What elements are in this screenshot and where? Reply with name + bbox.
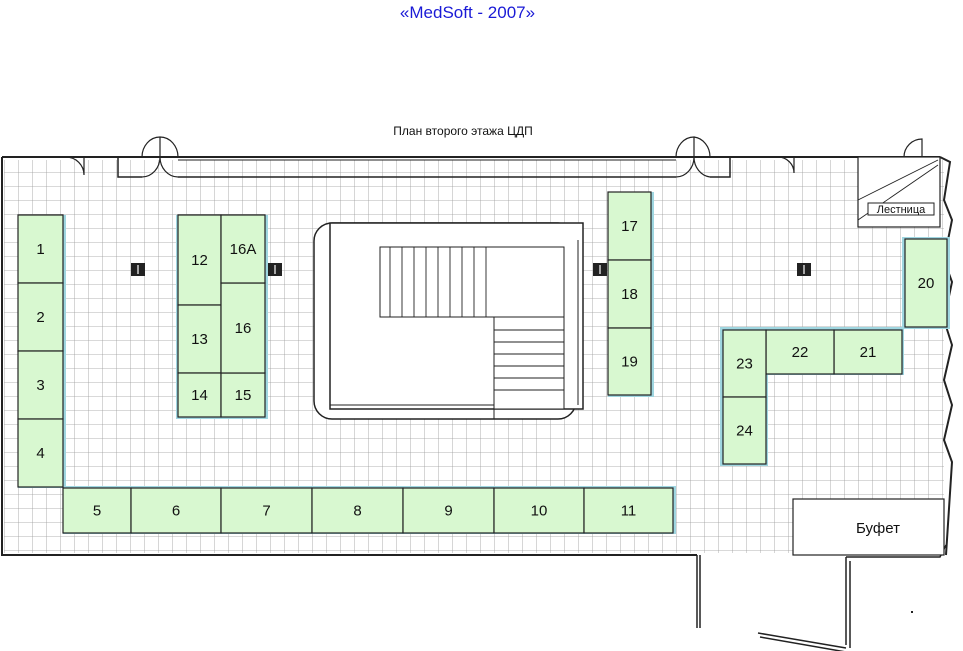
booth-8: 8 xyxy=(311,487,404,534)
booth-12: 12 xyxy=(177,214,222,306)
booth-label: 12 xyxy=(191,252,208,269)
booth-rect xyxy=(607,327,652,396)
booth-19: 19 xyxy=(607,327,652,396)
booth-label: 8 xyxy=(353,503,361,520)
booth-label: 10 xyxy=(531,503,548,520)
booth-label: 21 xyxy=(860,344,877,361)
booth-17: 17 xyxy=(607,191,652,261)
booth-rect xyxy=(177,304,222,374)
booth-rect xyxy=(17,418,64,488)
booth-rect xyxy=(607,191,652,261)
booth-5: 5 xyxy=(62,487,132,534)
booth-rect xyxy=(17,282,64,352)
booth-18: 18 xyxy=(607,259,652,329)
booth-label: 5 xyxy=(93,503,101,520)
booth-7: 7 xyxy=(220,487,313,534)
booth-10: 10 xyxy=(493,487,585,534)
booth-rect xyxy=(220,282,266,374)
booth-2: 2 xyxy=(17,282,64,352)
buffet-room: Буфет xyxy=(792,498,945,556)
booth-label: 15 xyxy=(235,387,252,404)
page-title: «MedSoft - 2007» xyxy=(399,3,536,22)
booth-16: 16 xyxy=(220,282,266,374)
booth-rect xyxy=(311,487,404,534)
booth-label: 1 xyxy=(36,241,44,258)
booth-rect xyxy=(833,329,903,375)
booth-15: 15 xyxy=(220,372,266,418)
booth-label: 22 xyxy=(792,344,809,361)
booth-3: 3 xyxy=(17,350,64,420)
booth-label: 9 xyxy=(444,503,452,520)
booth-rect xyxy=(493,487,585,534)
booth-4: 4 xyxy=(17,418,64,488)
booth-1: 1 xyxy=(17,214,64,284)
booth-rect xyxy=(130,487,222,534)
booth-22: 22 xyxy=(765,329,835,375)
booth-label: 16 xyxy=(235,320,252,337)
booth-9: 9 xyxy=(402,487,495,534)
booth-rect xyxy=(722,329,767,398)
stairs-room: Лестница xyxy=(857,156,941,228)
booth-16А: 16А xyxy=(220,214,266,284)
booth-rect xyxy=(402,487,495,534)
booth-label: 17 xyxy=(621,218,638,235)
booth-label: 13 xyxy=(191,331,208,348)
booth-rect xyxy=(904,238,948,328)
booth-21: 21 xyxy=(833,329,903,375)
booth-label: 19 xyxy=(621,354,638,371)
booth-13: 13 xyxy=(177,304,222,374)
booth-label: 20 xyxy=(918,275,935,292)
booth-label: 14 xyxy=(191,387,208,404)
central-atrium xyxy=(313,222,584,420)
booth-rect xyxy=(17,214,64,284)
booth-label: 4 xyxy=(36,445,44,462)
stairs-label: Лестница xyxy=(877,204,926,216)
buffet-label: Буфет xyxy=(856,520,900,537)
booth-label: 16А xyxy=(230,241,257,258)
booth-label: 24 xyxy=(736,423,753,440)
booth-rect xyxy=(607,259,652,329)
booth-label: 3 xyxy=(36,377,44,394)
booth-24: 24 xyxy=(722,396,767,465)
booth-11: 11 xyxy=(583,487,674,534)
booth-label: 18 xyxy=(621,286,638,303)
booth-rect xyxy=(583,487,674,534)
booth-label: 23 xyxy=(736,356,753,373)
booth-rect xyxy=(17,350,64,420)
booth-6: 6 xyxy=(130,487,222,534)
booth-23: 23 xyxy=(722,329,767,398)
booth-rect xyxy=(62,487,132,534)
booth-rect xyxy=(765,329,835,375)
booth-rect xyxy=(220,214,266,284)
booth-label: 6 xyxy=(172,503,180,520)
booth-20: 20 xyxy=(904,238,948,328)
plan-subtitle: План второго этажа ЦДП xyxy=(393,124,532,138)
booth-rect xyxy=(220,372,266,418)
booth-14: 14 xyxy=(177,372,222,418)
booth-label: 2 xyxy=(36,309,44,326)
booth-label: 7 xyxy=(262,503,270,520)
booth-label: 11 xyxy=(621,503,637,520)
booth-rect xyxy=(722,396,767,465)
